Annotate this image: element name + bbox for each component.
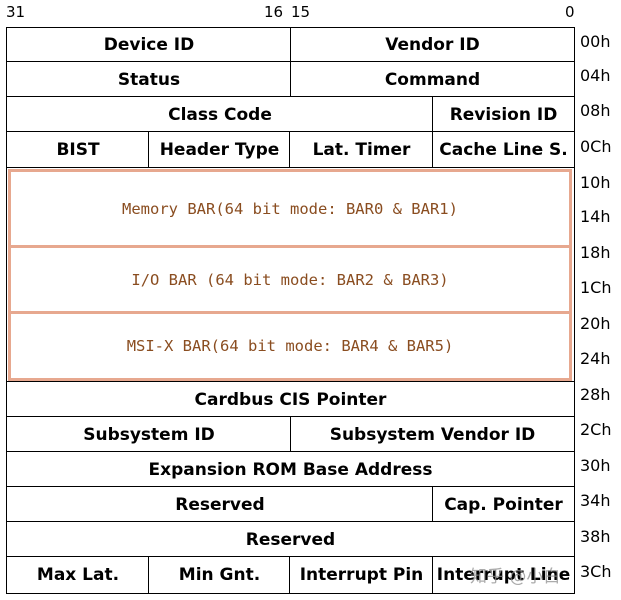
offset-0ch: 0Ch: [580, 137, 612, 156]
cardbus-cis-pointer-field: Cardbus CIS Pointer: [6, 381, 575, 418]
reserved-34h-field: Reserved: [6, 486, 434, 523]
offset-14h: 14h: [580, 207, 611, 226]
interrupt-pin-field: Interrupt Pin: [289, 556, 434, 594]
max-lat-field: Max Lat.: [6, 556, 150, 594]
io-bar-field: I/O BAR (64 bit mode: BAR2 & BAR3): [11, 248, 569, 314]
bar-region: Memory BAR(64 bit mode: BAR0 & BAR1) I/O…: [8, 169, 572, 381]
memory-bar-field: Memory BAR(64 bit mode: BAR0 & BAR1): [11, 172, 569, 248]
bit-0-label: 0: [565, 3, 575, 21]
offset-08h: 08h: [580, 101, 611, 120]
bit-15-label: 15: [291, 3, 311, 21]
cache-line-size-field: Cache Line S.: [432, 131, 575, 169]
command-field: Command: [290, 61, 575, 98]
status-field: Status: [6, 61, 292, 98]
bit-31-label: 31: [6, 3, 26, 21]
bit-16-label: 16: [264, 3, 284, 21]
reserved-38h-field: Reserved: [6, 521, 575, 558]
offset-00h: 00h: [580, 32, 611, 51]
offset-10h: 10h: [580, 173, 611, 192]
interrupt-line-field: Interrupt Line: [432, 556, 575, 594]
offset-24h: 24h: [580, 349, 611, 368]
offset-20h: 20h: [580, 314, 611, 333]
revision-id-field: Revision ID: [432, 96, 575, 133]
cap-pointer-field: Cap. Pointer: [432, 486, 575, 523]
vendor-id-field: Vendor ID: [290, 27, 575, 63]
offset-38h: 38h: [580, 527, 611, 546]
device-id-field: Device ID: [6, 27, 292, 63]
offset-04h: 04h: [580, 66, 611, 85]
offset-1ch: 1Ch: [580, 278, 612, 297]
class-code-field: Class Code: [6, 96, 434, 133]
msix-bar-field: MSI-X BAR(64 bit mode: BAR4 & BAR5): [126, 337, 454, 355]
offset-30h: 30h: [580, 456, 611, 475]
expansion-rom-base-address-field: Expansion ROM Base Address: [6, 451, 575, 488]
offset-34h: 34h: [580, 491, 611, 510]
offset-28h: 28h: [580, 385, 611, 404]
subsystem-id-field: Subsystem ID: [6, 416, 292, 453]
offset-18h: 18h: [580, 243, 611, 262]
lat-timer-field: Lat. Timer: [289, 131, 434, 169]
watermark-text: 知乎 @小白: [470, 567, 561, 587]
bist-field: BIST: [6, 131, 150, 169]
header-type-field: Header Type: [148, 131, 291, 169]
offset-3ch: 3Ch: [580, 562, 612, 581]
min-gnt-field: Min Gnt.: [148, 556, 291, 594]
subsystem-vendor-id-field: Subsystem Vendor ID: [290, 416, 575, 453]
offset-2ch: 2Ch: [580, 420, 612, 439]
